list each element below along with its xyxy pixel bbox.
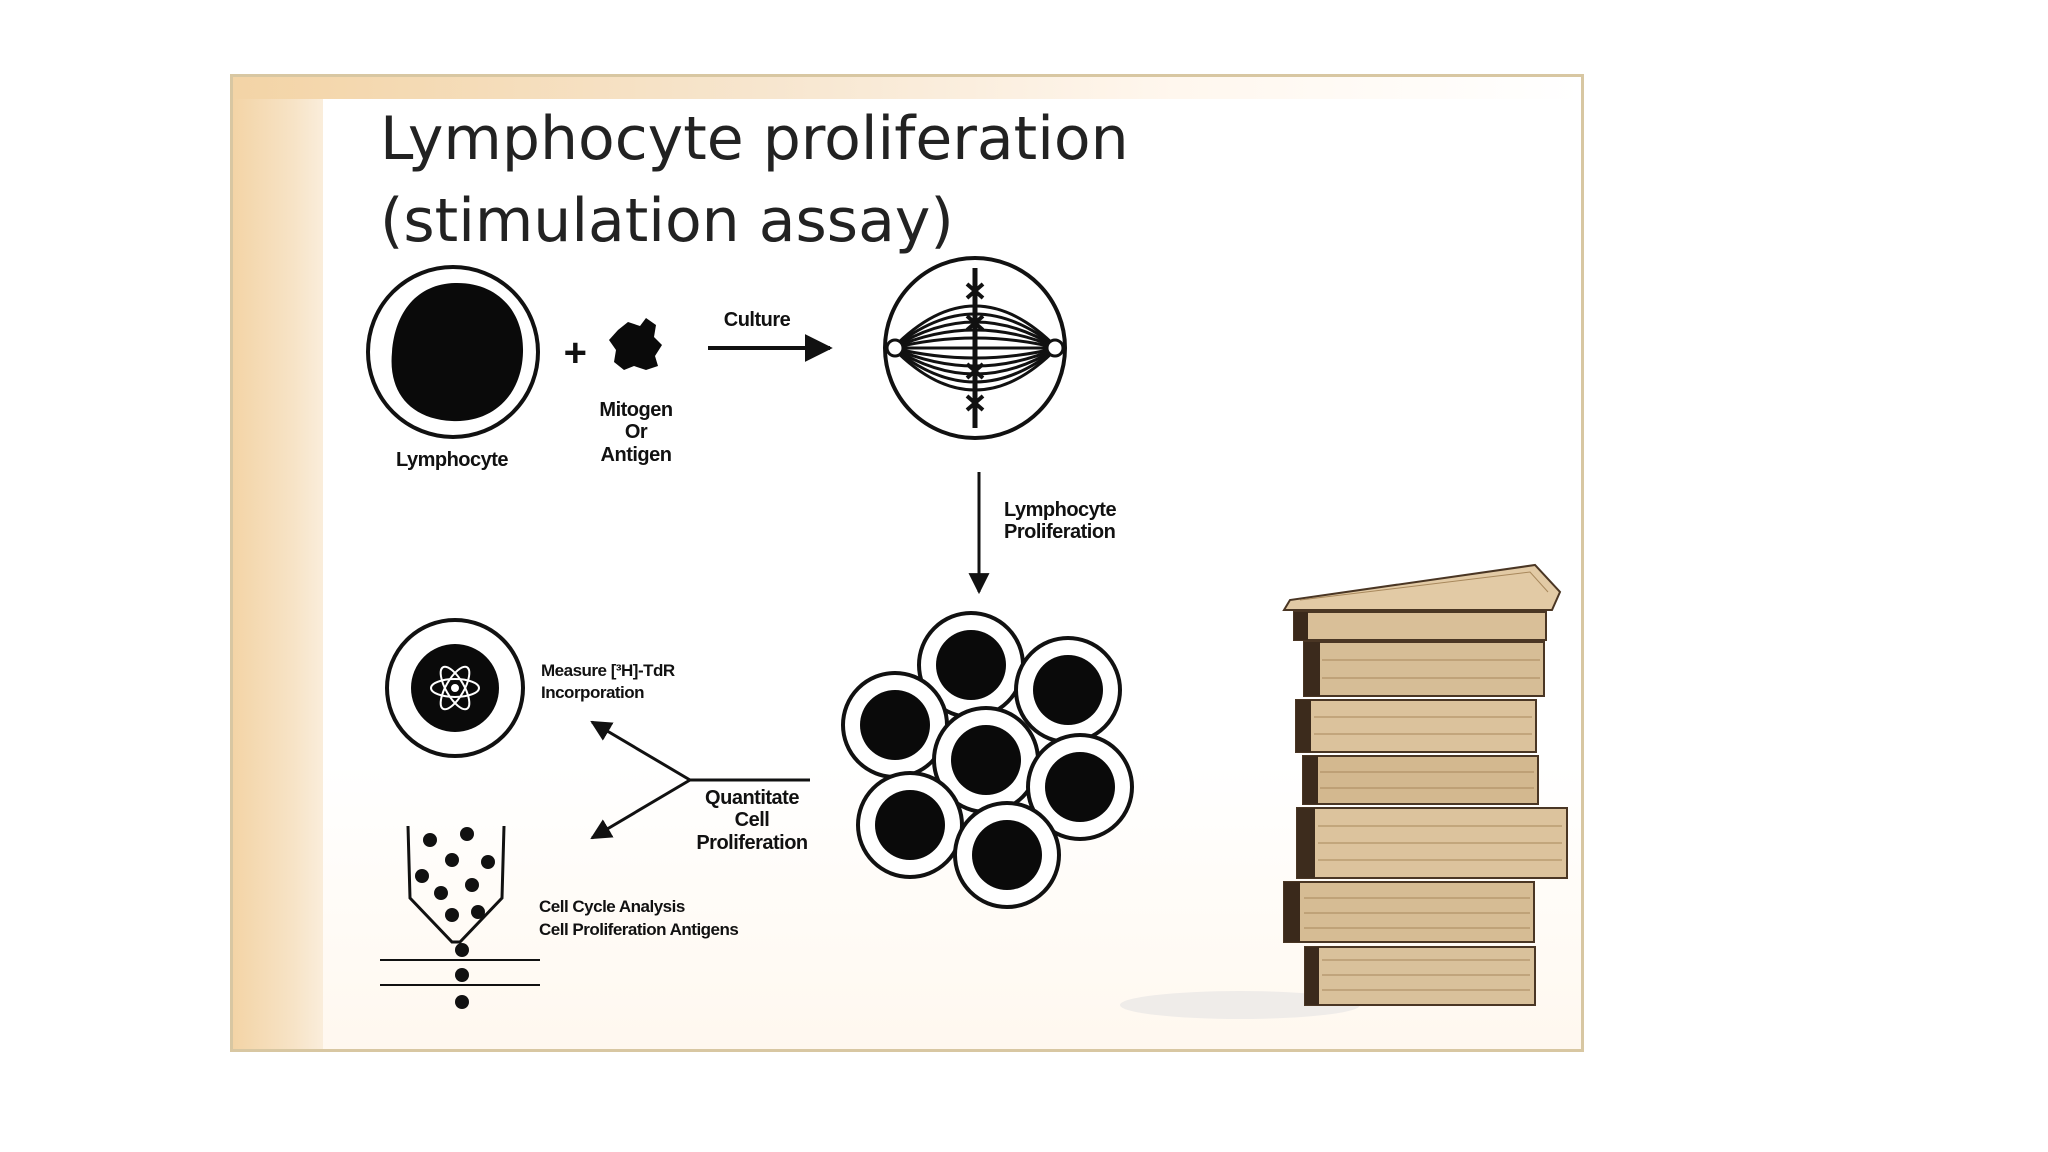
quantitate-label-line-1: Quantitate — [705, 787, 799, 809]
cell-cluster-icon — [841, 611, 1134, 909]
cell-cycle-label: Cell Cycle Analysis Cell Proliferation A… — [539, 897, 739, 939]
dividing-cell-icon — [883, 256, 1067, 440]
lymphocyte-cell-icon — [366, 265, 540, 439]
quantitate-branch-arrows — [590, 720, 810, 840]
book-stack-image — [1120, 563, 1568, 1019]
lymphocyte-label: Lymphocyte — [396, 449, 508, 471]
daughter-cell — [856, 771, 964, 879]
proliferation-label: Lymphocyte Proliferation — [1004, 499, 1117, 543]
mitogen-particle-icon — [609, 318, 662, 370]
measure-label: Measure [³H]-TdR Incorporation — [541, 661, 675, 702]
daughter-cell — [841, 671, 949, 779]
cell-cycle-label-line-2: Cell Proliferation Antigens — [539, 920, 738, 939]
measure-label-line-1: Measure [³H]-TdR — [541, 661, 675, 680]
daughter-cell — [932, 706, 1040, 814]
measure-label-line-2: Incorporation — [541, 683, 644, 702]
plus-sign: + — [564, 331, 587, 375]
daughter-cell — [1026, 733, 1134, 841]
quantitate-label-line-3: Proliferation — [696, 832, 807, 854]
mitogen-label: Mitogen Or Antigen — [599, 399, 673, 466]
book-stack-shadow — [1120, 991, 1360, 1019]
daughter-cell — [953, 801, 1061, 909]
proliferation-label-line-1: Lymphocyte — [1004, 499, 1116, 521]
mitogen-label-line-1: Mitogen — [599, 399, 672, 421]
mitogen-label-line-3: Antigen — [601, 444, 672, 466]
slide-title-line-1: Lymphocyte proliferation — [380, 104, 1129, 174]
slide-accent-band — [233, 77, 1581, 99]
cell-cycle-label-line-1: Cell Cycle Analysis — [539, 897, 685, 916]
atom-icon — [430, 665, 480, 711]
proliferation-label-line-2: Proliferation — [1004, 521, 1115, 543]
daughter-cell — [1014, 636, 1122, 744]
quantitate-label: Quantitate Cell Proliferation — [696, 787, 808, 854]
radiolabeled-cell-icon — [385, 618, 525, 758]
culture-label: Culture — [724, 309, 791, 331]
slide-title-line-2: (stimulation assay) — [380, 186, 954, 256]
quantitate-label-line-2: Cell — [735, 809, 770, 831]
slide-title: Lymphocyte proliferation (stimulation as… — [380, 98, 1129, 262]
flow-cytometer-icon — [380, 825, 540, 1009]
mitogen-label-line-2: Or — [625, 421, 648, 443]
